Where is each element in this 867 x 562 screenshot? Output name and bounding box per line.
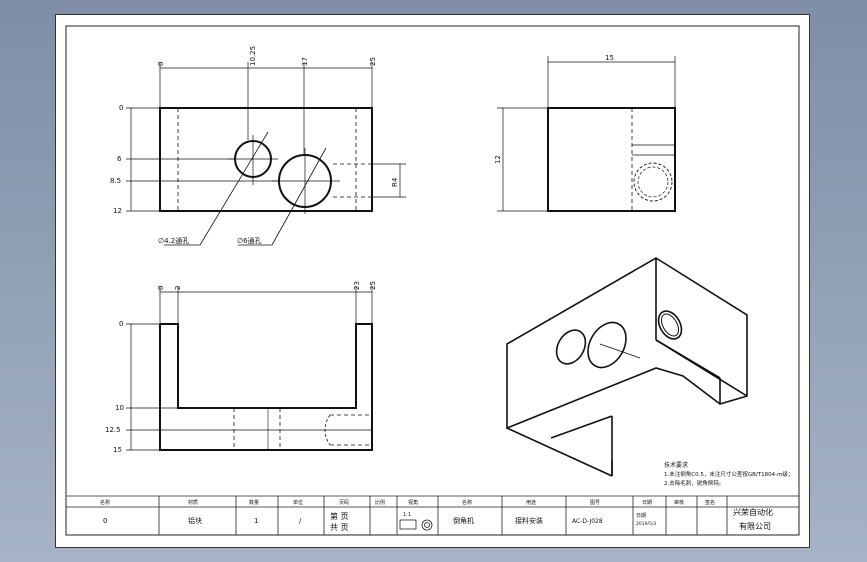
notes-title: 技术要求 [664,461,688,469]
tb-header-date: 日期 [642,500,652,506]
tb-page-a: 第 页 [330,511,349,521]
tb-header-usage: 用途 [526,499,536,506]
isometric-view [506,257,748,477]
dim-front-top-2: 17 [301,57,309,66]
drawing-sheet [55,14,810,548]
dim-front-top-0: 0 [157,62,165,66]
side-view-labels: 15 12 [494,54,614,164]
dim-front-left-2: 8.5 [110,177,121,185]
tb-header-page: 页码 [339,499,349,506]
technical-notes: 技术要求 1.未注倒角C0.5，未注尺寸公差按GB/T1804-m级； 2.去除… [664,461,793,487]
tb-header-material: 材质 [188,499,198,506]
tb-date: 2019/5/3 [636,521,656,527]
notes-line-1: 1.未注倒角C0.5，未注尺寸公差按GB/T1804-m级； [664,470,793,478]
front-view-labels: 0 10.25 17 25 0 6 8.5 12 R4 ∅4.2通孔 ∅6通孔 [110,46,399,245]
dim-front-right: R4 [391,177,399,187]
tb-header-unit: 单位 [293,499,303,506]
title-block [66,495,799,535]
dim-bottom-left-2: 12.5 [105,426,121,434]
front-view [126,62,406,246]
tb-header-sign: 签名 [705,499,715,506]
tb-company-2: 有限公司 [739,521,771,531]
notes-line-2: 2.去除毛刺，锐角倒钝。 [664,479,724,487]
dim-front-left-1: 6 [117,155,122,163]
tb-date-label: 日期 [636,513,646,519]
dim-side-top: 15 [605,54,614,62]
tb-header-name-2: 名称 [462,499,472,506]
tb-qty: 1 [254,517,258,525]
tb-scale: 1:1 [403,512,411,518]
tb-page-b: 共 页 [330,523,349,532]
tb-header-name: 名称 [100,499,110,506]
dim-bottom-left-3: 15 [113,446,122,454]
dim-bottom-top-1: 2 [174,286,182,290]
dim-front-top-3: 25 [369,57,377,66]
tb-name: 0 [103,517,107,525]
bottom-view-labels: 0 2 23 25 0 10 12.5 15 [105,281,377,454]
dim-bottom-top-0: 0 [157,286,165,290]
tb-machine: 倒角机 [453,516,474,525]
tb-header-scale: 比例 [375,499,385,506]
inner-border [65,25,800,536]
tb-header-view: 视角 [408,499,418,506]
bottom-view [126,286,373,451]
tb-company-1: 兴荣自动化 [733,507,773,517]
tb-usage: 接料安装 [515,516,543,525]
tb-unit: / [299,517,302,525]
dim-front-left-3: 12 [113,207,122,215]
dim-front-top-1: 10.25 [249,46,257,66]
dim-front-left-0: 0 [119,104,123,112]
dim-bottom-top-2: 23 [353,281,361,290]
tb-drawing-no: AC-D-J028 [572,518,603,525]
dim-side-left: 12 [494,155,502,164]
tb-header-review: 审核 [674,499,684,506]
dim-bottom-left-1: 10 [115,404,124,412]
front-outline [159,107,373,212]
tb-header-qty: 数量 [249,499,259,506]
dim-bottom-left-0: 0 [119,320,123,328]
callout-hole-large: ∅6通孔 [237,236,262,245]
tb-header-drawing-no: 图号 [590,500,600,506]
side-view [497,56,676,212]
tb-material: 铝块 [188,516,202,525]
dim-bottom-top-3: 25 [369,281,377,290]
callout-hole-small: ∅4.2通孔 [158,236,189,245]
title-block-text: 名称 材质 数量 单位 页码 比例 视角 名称 用途 图号 日期 审核 签名 0… [100,499,773,532]
